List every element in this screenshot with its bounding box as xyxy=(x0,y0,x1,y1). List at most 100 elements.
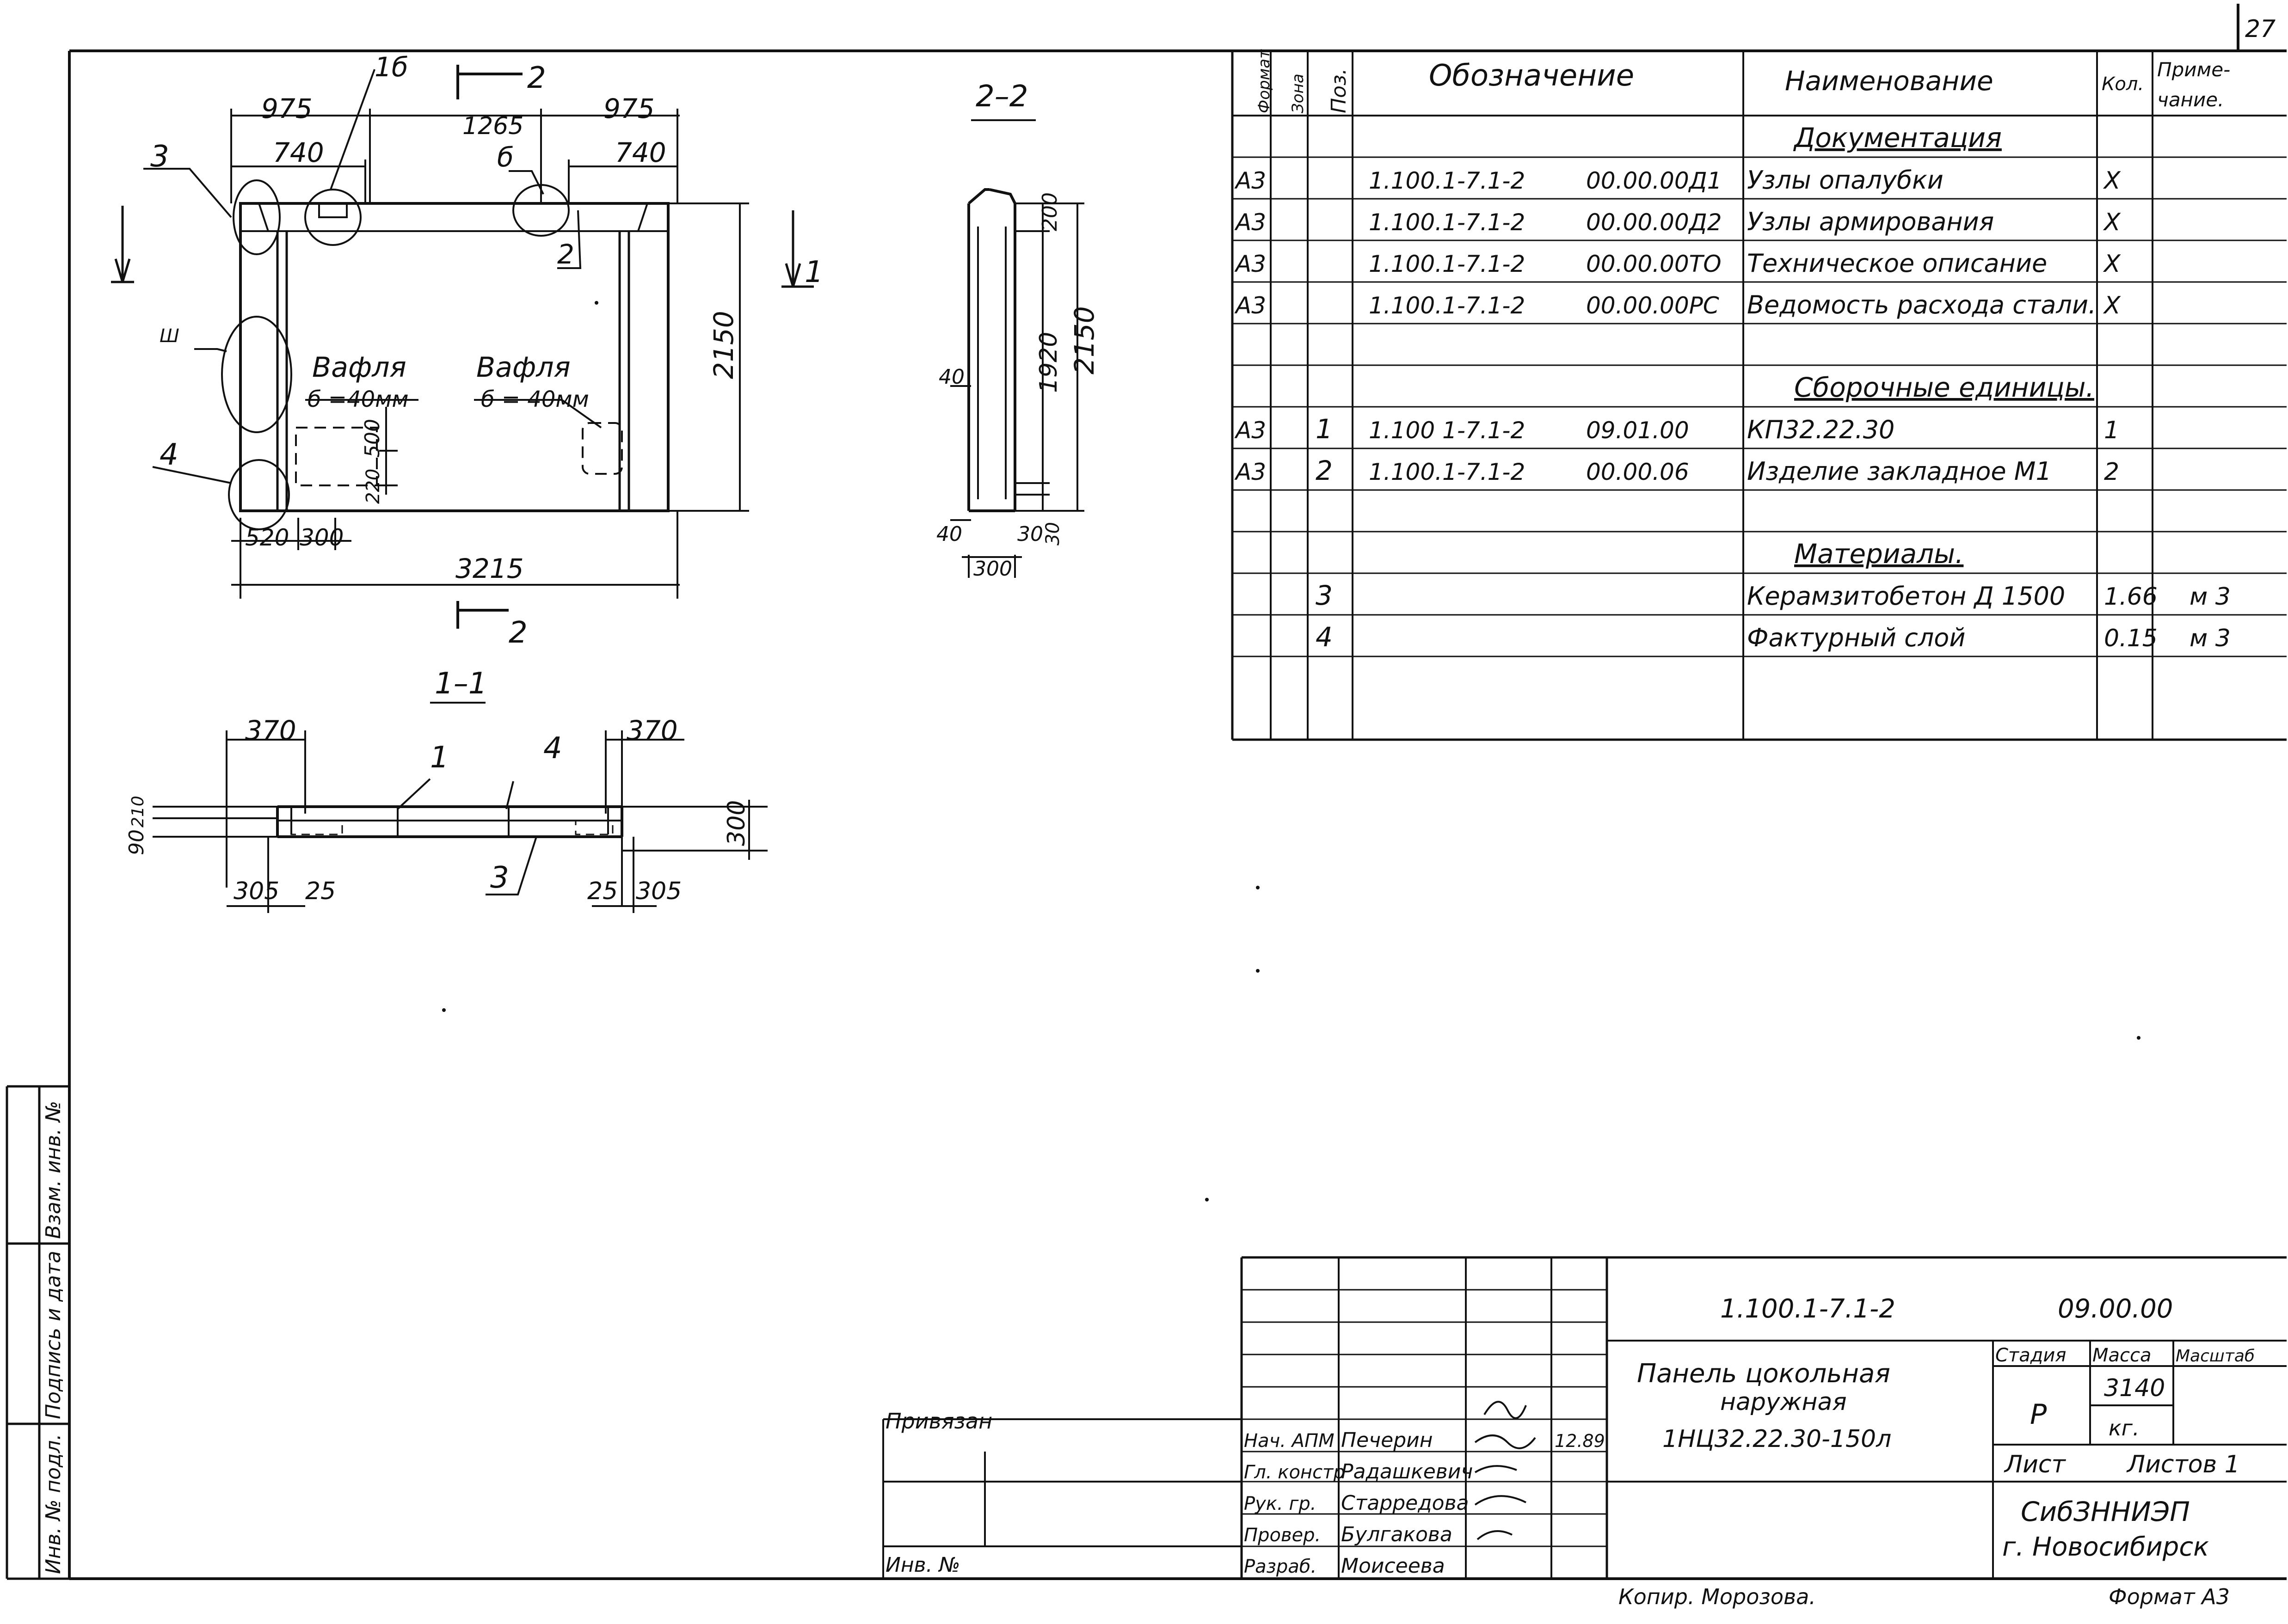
wafer-left-label: Вафля xyxy=(312,351,406,384)
section-2-2-title: 2–2 xyxy=(976,80,1028,114)
dim-3215: 3215 xyxy=(455,553,524,584)
spec-name: Керамзитобетон Д 1500 xyxy=(1747,582,2065,611)
dim-740-left: 740 xyxy=(273,137,324,168)
spec-name: Узлы армирования xyxy=(1747,207,1994,236)
spec-name: Техническое описание xyxy=(1747,249,2047,278)
spec-qty: X xyxy=(2103,167,2121,195)
spec-section-title: Документация xyxy=(1793,122,2002,153)
section-1-1-view: 1–1 370 370 1 4 3 90 210 300 305 25 25 3… xyxy=(125,667,768,913)
spec-code: 1.100.1-7.1-2 xyxy=(1369,459,1525,485)
callout-sh: Ш xyxy=(160,325,179,347)
header-name: Наименование xyxy=(1785,65,1993,97)
dim-2150-section: 2150 xyxy=(1069,306,1100,374)
dim-300: 300 xyxy=(300,524,344,551)
dim-740-right: 740 xyxy=(615,137,666,168)
section-1-1-title: 1–1 xyxy=(435,667,487,701)
signer-name: Старредова xyxy=(1341,1491,1469,1515)
dim-200: 200 xyxy=(1038,192,1062,231)
spec-code: 1.100.1-7.1-2 xyxy=(1369,251,1525,277)
tb-sheet-label: Лист xyxy=(2004,1451,2066,1478)
tb-scale-header: Масштаб xyxy=(2176,1347,2255,1366)
signer-role: Рук. гр. xyxy=(1244,1493,1316,1514)
tb-mass-header: Масса xyxy=(2092,1345,2152,1366)
spec-designation: 09.01.00 xyxy=(1586,417,1689,444)
spec-format: А3 xyxy=(1234,251,1266,277)
spec-code: 1.100.1-7.1-2 xyxy=(1369,209,1525,236)
spec-qty: X xyxy=(2103,292,2121,319)
header-pos: Поз. xyxy=(1327,68,1351,113)
wafer-left-thickness: б =40мм xyxy=(308,386,409,412)
section-2-2-view: 2–2 200 1920 2150 40 40 30 30 300 xyxy=(936,80,1100,581)
spec-designation: 00.00.06 xyxy=(1586,459,1689,485)
tb-mass: 3140 xyxy=(2104,1374,2165,1402)
section-mark-top: 2 xyxy=(527,61,546,95)
callout-4: 4 xyxy=(160,438,178,472)
dim-520: 520 xyxy=(245,524,289,551)
spec-name: Узлы опалубки xyxy=(1747,165,1944,195)
spec-note: м 3 xyxy=(2190,583,2231,611)
tb-stage: Р xyxy=(2030,1398,2047,1431)
signer-name: Радашкевич xyxy=(1341,1460,1473,1483)
dim-975-left: 975 xyxy=(261,93,313,124)
dim-370-left: 370 xyxy=(245,715,296,746)
tb-inv-no: Инв. № xyxy=(886,1553,960,1577)
spec-note: м 3 xyxy=(2190,625,2231,652)
tb-org-2: г. Новосибирск xyxy=(2002,1532,2209,1562)
spec-row-lines xyxy=(1232,156,2287,657)
callout-b: б xyxy=(497,141,514,173)
tb-org-1: СибЗННИЭП xyxy=(2021,1496,2190,1527)
frame xyxy=(68,49,2287,1580)
scan-dots xyxy=(442,301,2140,1201)
dim-30-vert: 30 xyxy=(1042,522,1064,545)
dim-300-right: 300 xyxy=(723,800,750,846)
section-arrow-label: 1 xyxy=(805,255,824,289)
tb-attached: Привязан xyxy=(886,1409,992,1434)
wafer-right-thickness: б = 40мм xyxy=(481,386,589,412)
dim-40-top: 40 xyxy=(939,365,965,389)
dim-1265: 1265 xyxy=(462,112,523,140)
tb-sheets-label: Листов 1 xyxy=(2126,1451,2240,1478)
tb-stage-header: Стадия xyxy=(1995,1345,2066,1366)
stamp-replace-inv: Взам. инв. № xyxy=(42,1101,65,1239)
spec-qty: 0.15 xyxy=(2104,625,2158,652)
dim-220: 220 xyxy=(363,469,384,504)
dim-25-left: 25 xyxy=(305,877,336,905)
header-format: Формат xyxy=(1255,49,1273,113)
dim-500: 500 xyxy=(361,419,384,458)
spec-format: А3 xyxy=(1234,209,1266,236)
dim-210: 210 xyxy=(129,796,148,827)
dim-305-right: 305 xyxy=(636,877,682,905)
spec-qty: X xyxy=(2103,208,2121,236)
spec-name: Фактурный слой xyxy=(1747,623,1965,652)
spec-format: А3 xyxy=(1234,417,1266,444)
spec-pos: 2 xyxy=(1316,455,1333,486)
spec-section-title: Сборочные единицы. xyxy=(1794,372,2094,403)
tb-title-1: Панель цокольная xyxy=(1637,1359,1890,1389)
signer-name: Печерин xyxy=(1341,1428,1433,1452)
spec-qty: X xyxy=(2103,250,2121,278)
footer-copied: Копир. Морозова. xyxy=(1618,1584,1816,1609)
stamp-signature-date: Подпись и дата xyxy=(42,1251,65,1419)
spec-qty: 1.66 xyxy=(2104,583,2158,611)
spec-format: А3 xyxy=(1234,292,1266,319)
spec-section-title: Материалы. xyxy=(1794,538,1963,570)
callout-3-section: 3 xyxy=(490,861,509,895)
spec-designation: 00.00.00Д1 xyxy=(1586,167,1722,194)
dim-300-section: 300 xyxy=(973,557,1012,581)
header-qty: Кол. xyxy=(2102,74,2144,95)
dim-25-right: 25 xyxy=(587,877,618,905)
tb-title-3: 1НЦ32.22.30-150л xyxy=(1662,1425,1891,1453)
spec-code: 1.100.1-7.1-2 xyxy=(1369,292,1525,319)
header-zone: Зона xyxy=(1289,74,1307,113)
signer-role: Гл. констр xyxy=(1244,1462,1345,1483)
tb-title-2: наружная xyxy=(1720,1388,1847,1416)
header-designation: Обозначение xyxy=(1429,59,1634,93)
header-note-1: Приме- xyxy=(2157,58,2230,81)
title-block: 1.100.1-7.1-2 09.00.00 Панель цокольная … xyxy=(882,1256,2287,1579)
spec-designation: 00.00.00РС xyxy=(1586,292,1719,319)
spec-pos: 1 xyxy=(1316,413,1333,445)
dim-2150: 2150 xyxy=(708,311,739,379)
side-stamp: Взам. инв. № Подпись и дата Инв. № подл. xyxy=(6,1085,69,1580)
signer-role: Разраб. xyxy=(1244,1556,1316,1577)
spec-pos: 4 xyxy=(1316,621,1333,653)
